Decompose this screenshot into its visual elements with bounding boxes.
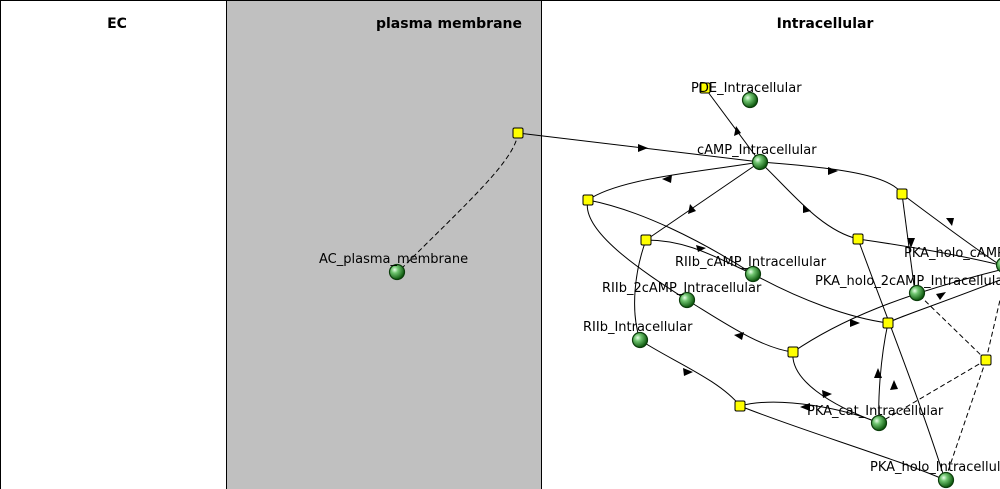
edge-camp-r1[interactable]: [587, 161, 761, 201]
label-camp: cAMP_Intracellular: [697, 143, 817, 158]
edges: [397, 87, 1000, 481]
species-pka-holo-2camp[interactable]: [908, 284, 926, 302]
reaction-node[interactable]: [582, 194, 594, 206]
arrowheads: [638, 126, 954, 411]
arrowhead: [850, 319, 860, 327]
label-riib-2camp: RIIb_2cAMP_Intracellular: [602, 281, 762, 296]
arrowhead: [638, 144, 648, 152]
edge-pde-degradation[interactable]: [704, 87, 761, 163]
arrowhead: [828, 167, 838, 175]
edge-r6-riib-2camp[interactable]: [686, 299, 794, 353]
arrowhead: [946, 218, 954, 226]
compartment-ec[interactable]: [0, 0, 227, 489]
arrowhead: [936, 292, 946, 300]
edge-r1-riib-2camp[interactable]: [586, 199, 688, 301]
edge-ac-modifier[interactable]: [397, 132, 519, 273]
edge-r8-pka-holo[interactable]: [944, 359, 987, 481]
reaction-node[interactable]: [640, 234, 652, 246]
arrowhead: [688, 204, 696, 214]
species-pka-holo-camp[interactable]: [995, 257, 1000, 273]
edge-r3-pka-holo[interactable]: [857, 238, 946, 481]
reaction-node[interactable]: [734, 400, 746, 412]
edge-r2-riib-camp[interactable]: [645, 239, 754, 275]
arrowhead: [734, 332, 744, 340]
species-pka-holo[interactable]: [937, 471, 955, 489]
reaction-node[interactable]: [699, 82, 711, 94]
species-nodes: [388, 91, 1000, 489]
edge-r8-pka-holo-2camp[interactable]: [916, 292, 987, 361]
label-pka-holo-2camp: PKA_holo_2cAMP_Intracellular: [815, 274, 1000, 289]
arrowhead: [822, 390, 832, 398]
species-riib[interactable]: [631, 331, 649, 349]
arrowhead: [683, 368, 693, 376]
label-riib: RIIb_Intracellular: [583, 320, 693, 335]
reaction-node[interactable]: [980, 354, 992, 366]
edge-r3-pka-holo-2camp[interactable]: [857, 238, 1000, 266]
reaction-node[interactable]: [852, 233, 864, 245]
reaction-node[interactable]: [512, 127, 524, 139]
edge-r8-pka-holo-camp[interactable]: [985, 299, 1000, 361]
species-riib-camp[interactable]: [744, 265, 762, 283]
label-pka-holo: PKA_holo_Intracellular: [870, 460, 1000, 475]
species-pde[interactable]: [741, 91, 759, 109]
species-ac[interactable]: [388, 263, 406, 281]
edge-r7-pka-cat[interactable]: [739, 401, 880, 424]
arrowhead: [890, 380, 898, 390]
species-riib-2camp[interactable]: [678, 291, 696, 309]
edge-r4-pka-holo-camp[interactable]: [901, 193, 916, 294]
species-camp[interactable]: [751, 153, 769, 171]
arrowhead: [907, 238, 915, 248]
species-pka-cat[interactable]: [870, 414, 888, 432]
edge-r6-pka-holo-2camp[interactable]: [792, 269, 1000, 353]
compartment-intracellular[interactable]: [541, 0, 1000, 489]
species-labels: PDE_Intracellular cAMP_Intracellular AC_…: [319, 81, 1000, 475]
label-pka-cat: PKA_cat_Intracellular: [807, 404, 944, 419]
arrowhead: [800, 403, 810, 411]
edge-r4-out[interactable]: [901, 193, 1000, 266]
arrowhead: [803, 205, 811, 213]
arrowhead: [874, 368, 882, 378]
reaction-nodes: [512, 82, 992, 412]
edge-camp-r4[interactable]: [759, 161, 903, 195]
reaction-node[interactable]: [787, 346, 799, 358]
arrowhead: [734, 126, 741, 136]
edge-r8-pka-cat[interactable]: [878, 359, 987, 424]
compartment-title-ec: EC: [107, 16, 127, 32]
compartment-title-intracellular: Intracellular: [777, 16, 874, 32]
edge-r7-pka-holo[interactable]: [739, 405, 946, 481]
label-pka-holo-camp: PKA_holo_cAMP_Intracellular: [904, 246, 1000, 261]
compartment-plasma-membrane[interactable]: [226, 0, 542, 489]
reaction-node[interactable]: [896, 188, 908, 200]
reaction-node[interactable]: [882, 317, 894, 329]
edge-r2-riib[interactable]: [634, 239, 647, 341]
edge-camp-r2[interactable]: [645, 161, 761, 241]
edge-riib-r7[interactable]: [639, 339, 741, 407]
compartment-title-membrane: plasma membrane: [376, 16, 522, 32]
arrowhead: [696, 245, 706, 252]
label-ac: AC_plasma_membrane: [319, 252, 468, 267]
arrowhead: [662, 175, 672, 183]
label-riib-camp: RIIb_cAMP_Intracellular: [675, 255, 827, 270]
label-pde: PDE_Intracellular: [691, 81, 802, 96]
